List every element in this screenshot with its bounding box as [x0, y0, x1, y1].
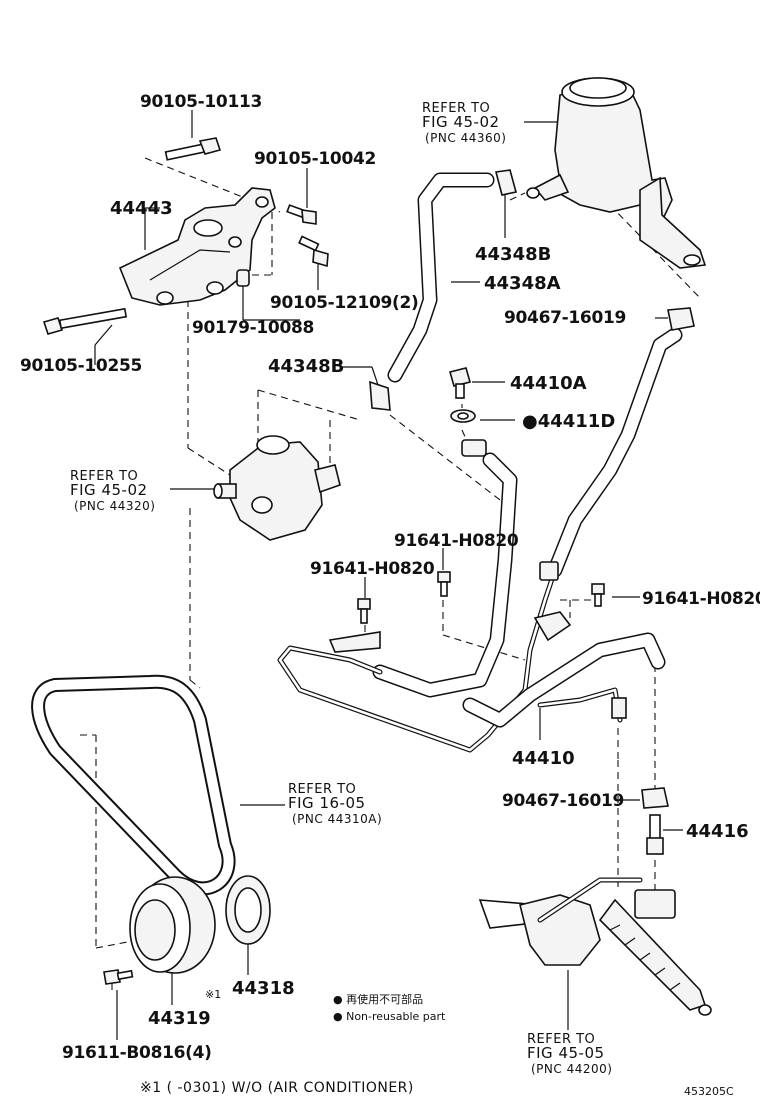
refer-belt-line3: (PNC 44310A)	[292, 812, 382, 826]
bolt-91611	[103, 969, 134, 985]
bolt-91641-c	[591, 583, 605, 607]
label-44411D: ●44411D	[522, 411, 615, 432]
refer-reservoir-line2: FIG 45-02	[422, 113, 500, 131]
refer-pump-line2: FIG 45-02	[70, 481, 148, 499]
bolt-91641-b	[357, 598, 371, 624]
refer-belt-line2: FIG 16-05	[288, 794, 366, 812]
nut-90179-10088	[236, 269, 250, 287]
label-90105-12109: 90105-12109(2)	[270, 293, 419, 313]
refer-reservoir-line3: (PNC 44360)	[425, 131, 506, 145]
label-91641-h0820-a: 91641-H0820	[394, 531, 519, 551]
refer-reservoir: REFER TO FIG 45-02 (PNC 44360)	[422, 101, 506, 145]
label-91611-b0816: 91611-B0816(4)	[62, 1043, 212, 1063]
refer-gear: REFER TO FIG 45-05 (PNC 44200)	[527, 1032, 612, 1076]
refer-belt: REFER TO FIG 16-05 (PNC 44310A)	[288, 782, 382, 826]
bracket-pipe	[328, 611, 572, 653]
gasket-44411D	[450, 409, 476, 423]
label-90467-16019-top: 90467-16019	[504, 308, 626, 328]
bolt-91641-a	[437, 571, 451, 597]
bolt-44410A	[449, 367, 471, 399]
refer-pump-line3: (PNC 44320)	[74, 499, 155, 513]
label-44348B-top: 44348B	[475, 244, 551, 265]
refer-pump: REFER TO FIG 45-02 (PNC 44320)	[70, 469, 155, 513]
union-44416	[646, 814, 664, 855]
pulley-44319	[129, 876, 216, 974]
footnote: ※1 ( -0301) W/O (AIR CONDITIONER)	[140, 1080, 414, 1096]
v-belt	[31, 674, 236, 896]
pump	[213, 435, 341, 541]
clamp-90467-bottom	[641, 787, 669, 809]
refer-reservoir-line1: REFER TO	[422, 101, 490, 116]
label-90179-10088: 90179-10088	[192, 318, 314, 338]
diagram-code: 453205C	[684, 1085, 734, 1098]
return-hose	[547, 327, 683, 578]
label-44410A: 44410A	[510, 373, 587, 394]
pressure-hose-44410	[277, 439, 666, 753]
label-91641-h0820-c: 91641-H0820	[642, 589, 760, 609]
label-90105-10113: 90105-10113	[140, 92, 262, 112]
legend: ● 再使用不可部品 ● Non-reusable part	[333, 992, 446, 1023]
bolt-90105-10255	[42, 307, 128, 335]
label-91641-h0820-b: 91641-H0820	[310, 559, 435, 579]
label-44410: 44410	[512, 748, 575, 769]
refer-pump-line1: REFER TO	[70, 469, 138, 484]
legend-japanese: ● 再使用不可部品	[333, 992, 423, 1006]
label-90105-10042: 90105-10042	[254, 149, 376, 169]
clamp-90467-top	[667, 307, 695, 331]
bolt-90105-12109	[298, 235, 329, 268]
label-90105-10255: 90105-10255	[20, 356, 142, 376]
legend-english: ● Non-reusable part	[333, 1010, 446, 1023]
refer-belt-line1: REFER TO	[288, 782, 356, 797]
clamp-44348B-mid	[369, 380, 391, 411]
label-44443: 44443	[110, 198, 173, 219]
refer-gear-line2: FIG 45-05	[527, 1044, 605, 1062]
reservoir	[526, 77, 707, 269]
label-44319: 44319	[148, 1008, 211, 1029]
label-44348A: 44348A	[484, 273, 561, 294]
part-labels: 90105-10113 90105-10042 44443 90105-1210…	[20, 92, 760, 1063]
label-90467-16019-bot: 90467-16019	[502, 791, 624, 811]
plate-44318	[225, 875, 271, 945]
label-44318: 44318	[232, 978, 295, 999]
clamp-44348B-top	[494, 169, 517, 196]
leader-lines	[80, 110, 701, 1040]
label-44348B-mid: 44348B	[268, 356, 344, 377]
steering-gear	[478, 877, 712, 1016]
bolt-90105-10042	[286, 204, 317, 225]
refer-gear-line3: (PNC 44200)	[531, 1062, 612, 1076]
bolt-90105-10113	[164, 137, 222, 161]
label-44318-mark: ※1	[205, 988, 221, 1001]
hose-44348A	[387, 172, 495, 383]
label-44416: 44416	[686, 821, 749, 842]
refer-gear-line1: REFER TO	[527, 1032, 595, 1047]
